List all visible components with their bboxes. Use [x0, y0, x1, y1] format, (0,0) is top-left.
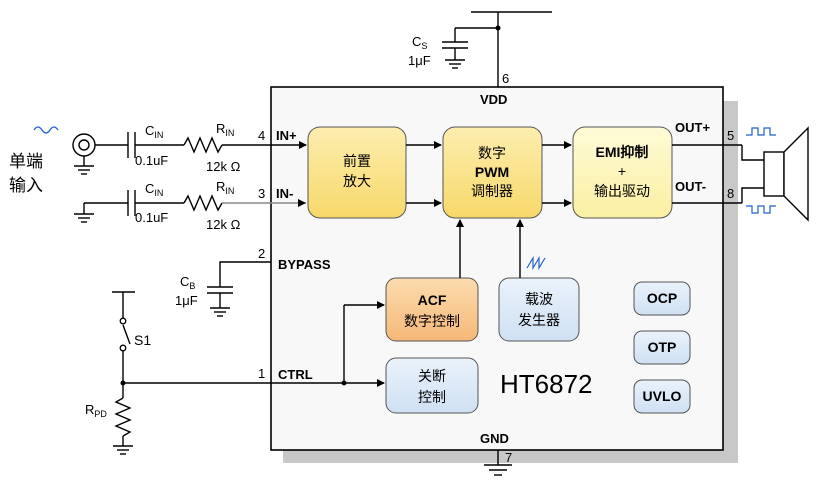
carrier-sawtooth	[526, 255, 546, 271]
cs-value: 1μF	[408, 53, 431, 68]
pin-1: 1	[258, 366, 265, 381]
pwm-modulator-block: 数字 PWM 调制器	[442, 126, 543, 219]
svg-text:控制: 控制	[418, 389, 446, 405]
svg-text:CB: CB	[180, 274, 195, 291]
pin-3: 3	[258, 186, 265, 201]
svg-text:输出驱动: 输出驱动	[594, 183, 650, 199]
ctrl-label: CTRL	[278, 367, 313, 382]
svg-text:RIN: RIN	[216, 121, 234, 138]
rin2-value: 12k Ω	[206, 217, 241, 232]
svg-text:CS: CS	[412, 34, 427, 51]
s1-label: S1	[134, 332, 151, 348]
svg-text:放大: 放大	[343, 173, 371, 189]
out-plus-label: OUT+	[675, 120, 710, 135]
pin-7: 7	[505, 450, 512, 465]
vdd-label: VDD	[480, 92, 507, 107]
ocp-block: OCP	[633, 281, 691, 316]
input-label-2: 输入	[9, 176, 43, 195]
svg-text:调制器: 调制器	[471, 183, 513, 199]
shutdown-control-block: 关断 控制	[385, 357, 479, 414]
svg-text:RIN: RIN	[216, 179, 234, 196]
svg-text:OTP: OTP	[648, 339, 677, 355]
svg-text:UVLO: UVLO	[643, 388, 682, 404]
svg-text:数字控制: 数字控制	[404, 313, 460, 329]
pin-5: 5	[727, 128, 734, 143]
rin1-value: 12k Ω	[206, 159, 241, 174]
in-minus-label: IN-	[276, 186, 293, 201]
out-minus-label: OUT-	[675, 179, 706, 194]
cb-value: 1μF	[175, 293, 198, 308]
cs-sub: S	[421, 41, 427, 51]
input-signal-wave	[33, 126, 59, 134]
carrier-generator-block: 载波 发生器	[498, 277, 580, 342]
gnd-label: GND	[480, 431, 509, 446]
svg-text:ACF: ACF	[418, 292, 447, 308]
preamp-block: 前置 放大	[307, 126, 407, 219]
out-plus-pwm-wave	[746, 127, 776, 136]
input-label-1: 单端	[9, 152, 43, 171]
emi-output-driver-block: EMI抑制 + 输出驱动	[572, 126, 673, 219]
svg-text:发生器: 发生器	[518, 312, 560, 328]
svg-text:EMI抑制: EMI抑制	[596, 144, 649, 160]
otp-block: OTP	[633, 330, 691, 365]
svg-text:OCP: OCP	[647, 290, 677, 306]
svg-text:CIN: CIN	[145, 123, 163, 140]
svg-text:PWM: PWM	[475, 164, 509, 180]
cin1-value: 0.1uF	[135, 153, 168, 168]
svg-text:RPD: RPD	[85, 402, 107, 419]
svg-text:数字: 数字	[478, 145, 506, 161]
svg-text:载波: 载波	[525, 291, 553, 307]
cin2-value: 0.1uF	[135, 210, 168, 225]
svg-text:+: +	[618, 163, 626, 179]
svg-text:前置: 前置	[343, 153, 371, 169]
svg-text:关断: 关断	[418, 368, 446, 384]
out-minus-pwm-wave	[746, 205, 776, 214]
acf-control-block: ACF 数字控制	[385, 277, 479, 342]
pin-6: 6	[502, 71, 509, 86]
bypass-label: BYPASS	[278, 257, 331, 272]
speaker-icon	[763, 126, 809, 222]
cs-label: C	[412, 34, 421, 49]
pin-2: 2	[258, 246, 265, 261]
uvlo-block: UVLO	[633, 379, 691, 414]
chip-name: HT6872	[500, 369, 593, 399]
svg-text:CIN: CIN	[145, 181, 163, 198]
pin-8: 8	[727, 186, 734, 201]
pin-4: 4	[258, 128, 265, 143]
in-plus-label: IN+	[276, 128, 297, 143]
